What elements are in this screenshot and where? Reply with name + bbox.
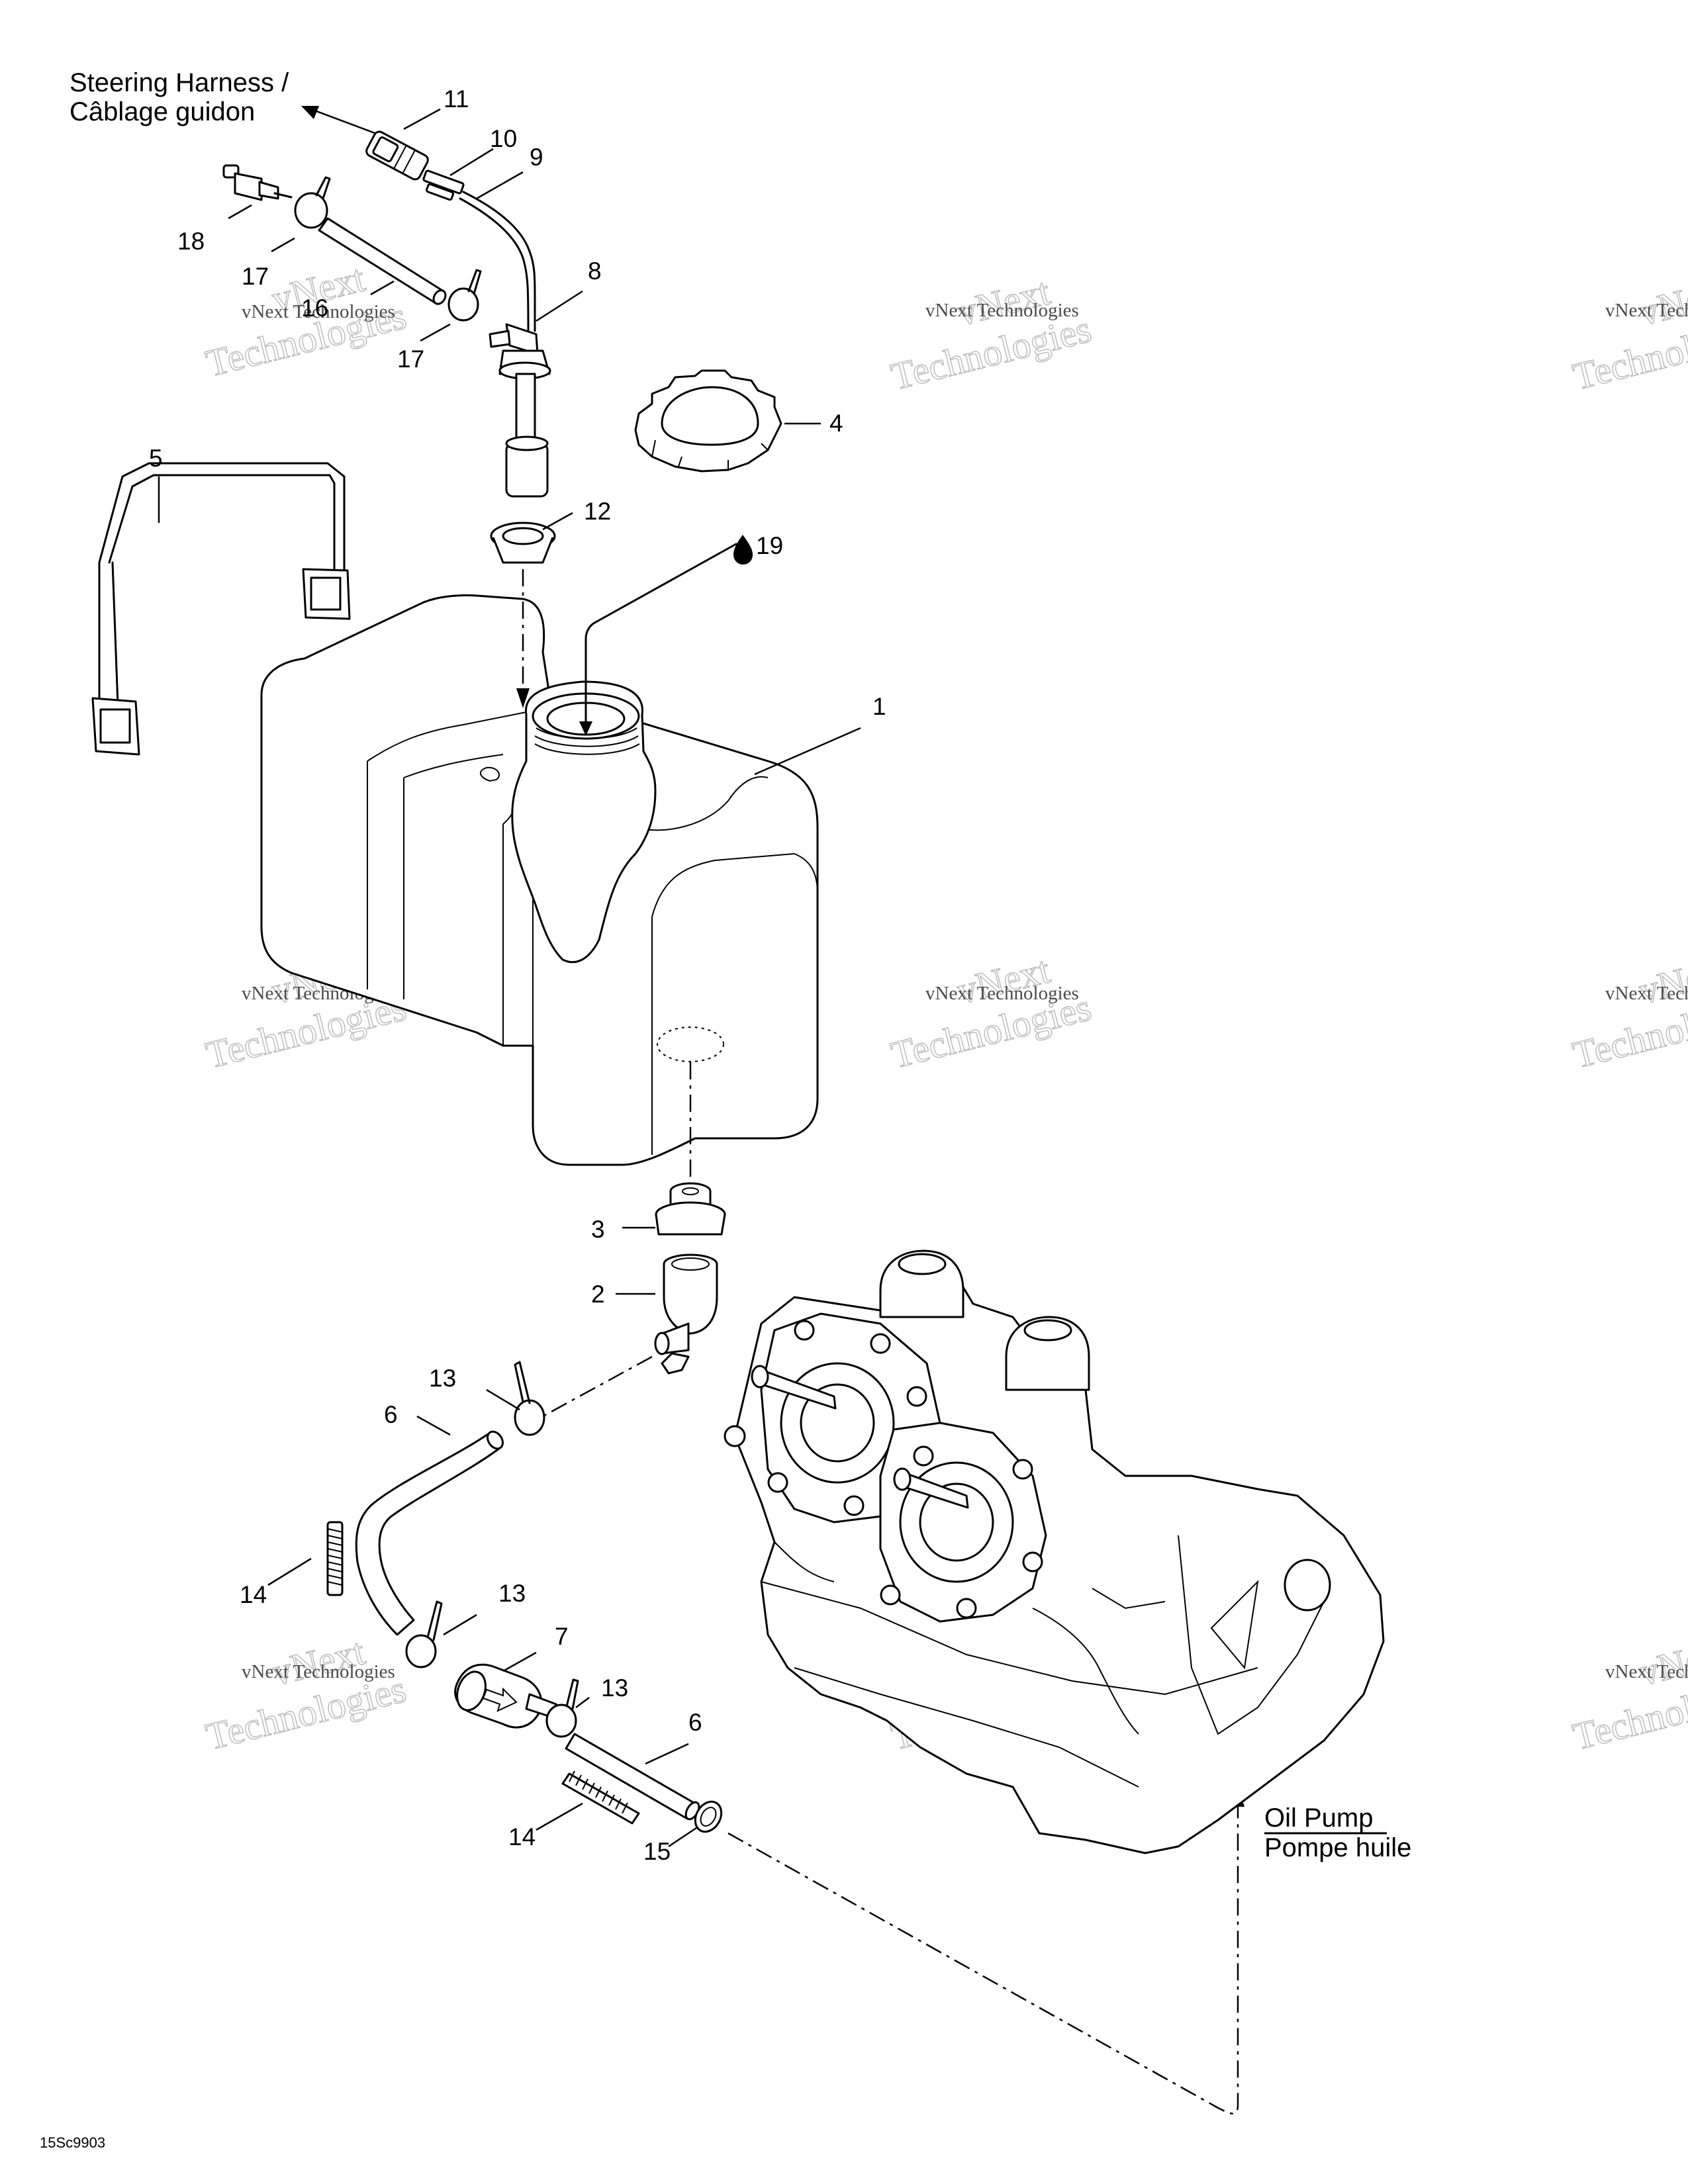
watermark-6: vNext Technologies xyxy=(1568,948,1688,1077)
part-13-clamp-middle xyxy=(405,1600,443,1668)
part-11-connector xyxy=(365,130,429,181)
callout-7: 7 xyxy=(555,1623,569,1650)
oil-pump-label-en: Oil Pump xyxy=(1264,1803,1374,1833)
part-13-clamp-top xyxy=(514,1361,545,1436)
watermark-3: vNext Technologies xyxy=(1568,269,1688,399)
part-7-oil-filter xyxy=(454,1663,557,1729)
callout-8: 8 xyxy=(588,257,602,285)
part-12-grommet xyxy=(490,522,556,564)
assembly-line-fitting-hose xyxy=(542,1355,653,1418)
drawing-code: 15Sc9903 xyxy=(40,2134,105,2151)
callout-6-upper: 6 xyxy=(384,1401,398,1428)
callout-15: 15 xyxy=(643,1838,671,1865)
callout-9: 9 xyxy=(530,144,543,171)
part-8-oil-level-sensor xyxy=(489,323,551,498)
part-6-hose-upper xyxy=(355,1430,504,1636)
watermark-2: vNext Technologies xyxy=(886,269,1096,399)
callout-3: 3 xyxy=(591,1216,605,1243)
part-3-grommet xyxy=(655,1182,726,1236)
callout-2: 2 xyxy=(591,1281,605,1308)
callout-1: 1 xyxy=(872,693,886,720)
assembly-line-pump xyxy=(727,1807,1239,2115)
steering-harness-label-fr: Câblage guidon xyxy=(70,97,255,126)
callout-14-upper: 14 xyxy=(240,1581,267,1608)
callout-13-middle: 13 xyxy=(498,1580,526,1607)
callout-10: 10 xyxy=(490,125,517,152)
callout-4: 4 xyxy=(829,410,843,437)
oil-drop-icon xyxy=(733,535,753,565)
part-10-9-terminals xyxy=(422,169,536,332)
watermark-2-line: vNext Technologies xyxy=(925,300,1079,321)
engine-assembly xyxy=(724,1250,1385,1854)
watermark-7-line: vNext Technologies xyxy=(242,1661,395,1682)
watermark-9-line: vNext Technologies xyxy=(1605,1661,1688,1682)
watermark-3-line: vNext Technologies xyxy=(1605,300,1688,321)
part-14-spring-upper xyxy=(326,1521,344,1596)
part-19-oil-indicator xyxy=(579,535,753,736)
callout-16: 16 xyxy=(301,295,328,322)
part-16-hose xyxy=(318,217,447,305)
assembly-arrow-icon-grommet xyxy=(516,688,530,708)
callout-11: 11 xyxy=(444,85,469,113)
arrow-icon xyxy=(482,1687,518,1712)
callout-13-lower: 13 xyxy=(601,1674,628,1702)
callout-numbers: 1 2 3 4 5 6 6 7 8 9 10 11 12 13 13 13 14… xyxy=(149,85,886,1865)
part-5-tank-strap xyxy=(91,462,351,756)
part-18-check-valve xyxy=(222,164,293,201)
part-17-clamp-bottom xyxy=(447,269,482,322)
callout-17-lower: 17 xyxy=(397,345,424,373)
leader-lines xyxy=(158,108,861,1848)
watermark-5: vNext Technologies xyxy=(886,948,1096,1077)
part-13-clamp-lower xyxy=(545,1678,579,1738)
part-1-oil-tank xyxy=(260,594,819,1166)
watermark-7: vNext Technologies xyxy=(201,1629,410,1759)
oil-pump-label-fr: Pompe huile xyxy=(1264,1833,1411,1862)
callout-6-lower: 6 xyxy=(688,1709,702,1736)
callout-14-lower: 14 xyxy=(508,1823,536,1850)
part-14-spring-lower xyxy=(561,1770,640,1825)
callout-5: 5 xyxy=(149,445,163,472)
watermark-1-line: vNext Technologies xyxy=(242,301,395,322)
callout-12: 12 xyxy=(584,498,611,525)
part-15-ring xyxy=(694,1800,723,1833)
steering-harness-label-en: Steering Harness / xyxy=(70,68,289,97)
part-4-filler-cap xyxy=(634,369,782,473)
part-17-clamp-top xyxy=(294,176,331,229)
watermark-9: vNext Technologies xyxy=(1568,1629,1688,1759)
watermark-5-line: vNext Technologies xyxy=(925,983,1079,1004)
callout-13-top: 13 xyxy=(429,1365,456,1392)
callout-18: 18 xyxy=(177,228,205,255)
callout-17-upper: 17 xyxy=(242,263,269,290)
watermark-6-line: vNext Technologies xyxy=(1605,983,1688,1004)
callout-19: 19 xyxy=(756,532,783,559)
part-2-elbow-fitting xyxy=(654,1253,718,1375)
